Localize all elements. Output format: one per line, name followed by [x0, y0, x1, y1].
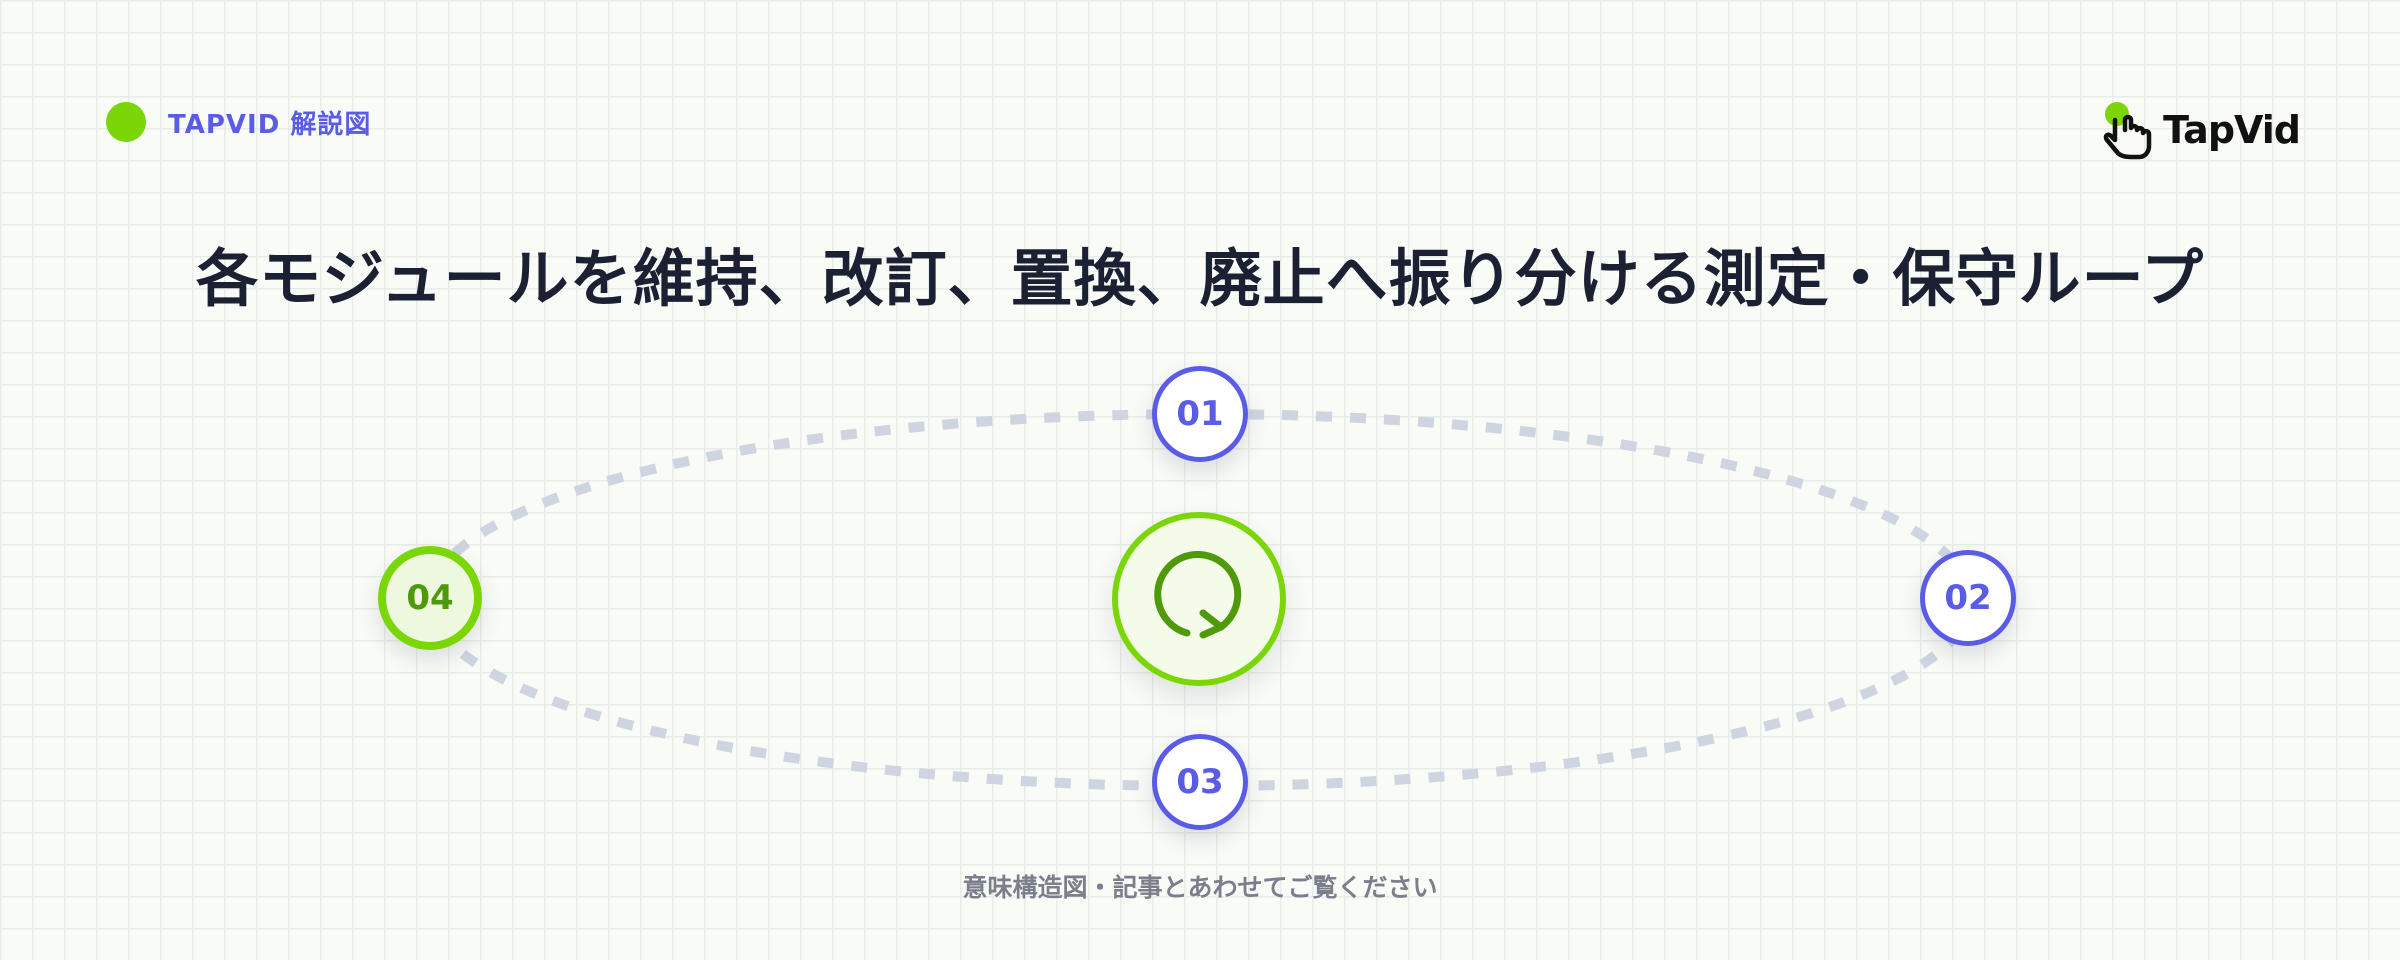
- step-node-label: 01: [1176, 394, 1224, 434]
- pointing-hand-icon: [2103, 102, 2152, 160]
- footer-caption: 意味構造図・記事とあわせてご覧ください: [962, 873, 1438, 902]
- step-node-03[interactable]: 03: [1152, 734, 1248, 830]
- step-node-label: 03: [1176, 762, 1224, 802]
- step-node-label: 02: [1944, 578, 1992, 618]
- brand-tag-label: TAPVID 解説図: [168, 109, 372, 140]
- maintenance-loop-hub: [1112, 512, 1286, 686]
- tapvid-logo: TapVid: [2101, 100, 2301, 160]
- brand-tag: TAPVID 解説図: [106, 102, 371, 142]
- logo-wordmark: TapVid: [2163, 108, 2301, 152]
- step-node-01[interactable]: 01: [1152, 366, 1248, 462]
- step-node-04[interactable]: 04: [378, 546, 482, 650]
- page-title: 各モジュールを維持、改訂、置換、廃止へ振り分ける測定・保守ループ: [196, 242, 2204, 315]
- step-node-02[interactable]: 02: [1920, 550, 2016, 646]
- refresh-cycle-icon: [1154, 551, 1242, 639]
- brand-dot-icon: [106, 102, 146, 142]
- step-node-label: 04: [406, 578, 454, 618]
